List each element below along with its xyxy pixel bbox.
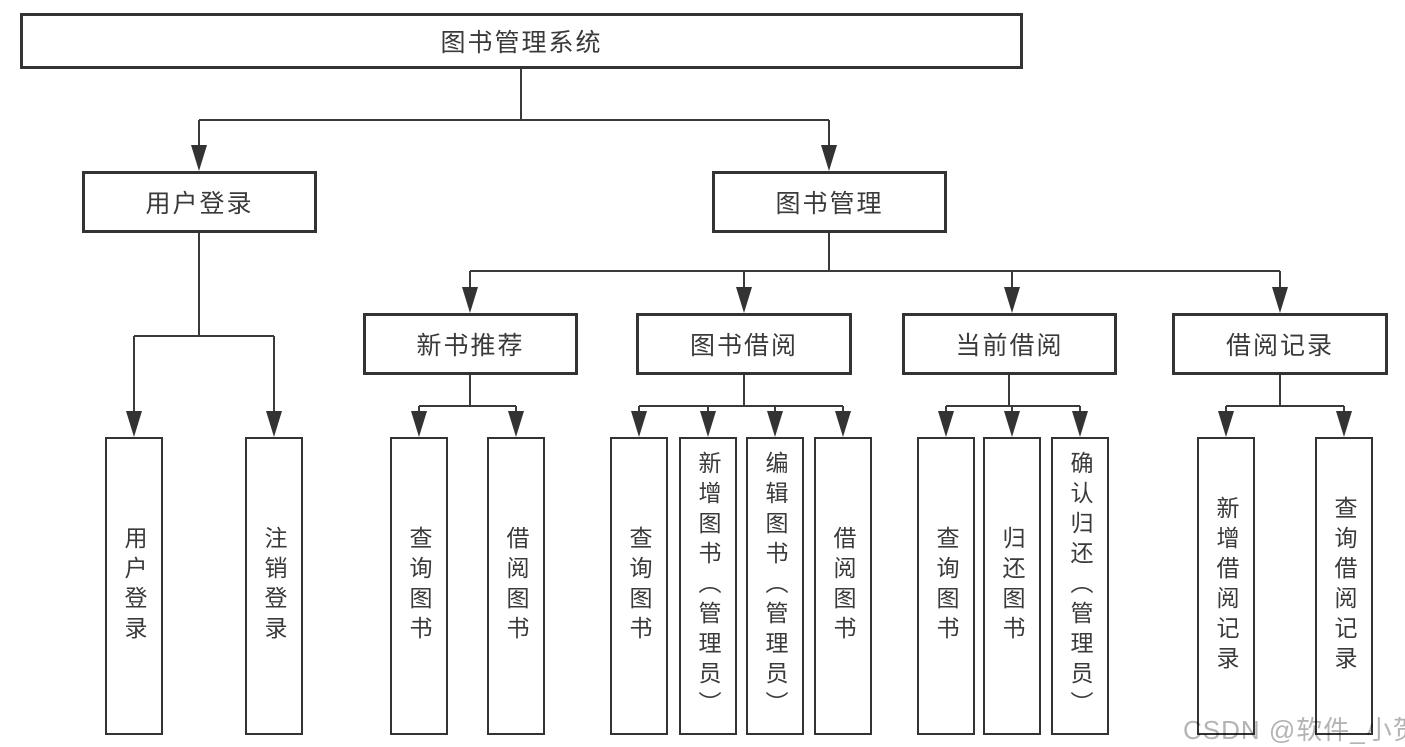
leaf-edit-books-admin: 编辑图书（管理员） <box>746 437 804 735</box>
leaf-label: 编辑图书（管理员） <box>762 451 788 721</box>
node-label: 新书推荐 <box>416 332 525 360</box>
node-user-login: 用户登录 <box>82 171 317 233</box>
leaf-label: 新增借阅记录 <box>1213 496 1239 676</box>
leaf-add-borrow-record: 新增借阅记录 <box>1197 437 1255 735</box>
leaf-label: 借阅图书 <box>503 526 529 646</box>
arrowhead-icons <box>126 145 1352 437</box>
leaf-query-books: 查询图书 <box>390 437 448 735</box>
leaf-user-login: 用户登录 <box>105 437 163 735</box>
leaf-query-books: 查询图书 <box>917 437 975 735</box>
leaf-logout: 注销登录 <box>245 437 303 735</box>
node-label: 用户登录 <box>145 190 254 218</box>
leaf-label: 新增图书（管理员） <box>695 451 721 721</box>
node-label: 借阅记录 <box>1225 332 1334 360</box>
leaf-label: 查询借阅记录 <box>1331 496 1357 676</box>
leaf-label: 用户登录 <box>121 526 147 646</box>
csdn-watermark: CSDN @软件_小贺同学 <box>1183 715 1405 745</box>
leaf-label: 确认归还（管理员） <box>1067 451 1093 721</box>
node-new-book-recommend: 新书推荐 <box>363 313 578 375</box>
leaf-label: 归还图书 <box>999 526 1025 646</box>
node-label: 图书管理系统 <box>440 29 603 57</box>
connector-edges <box>133 69 1345 412</box>
leaf-label: 注销登录 <box>261 526 287 646</box>
leaf-borrow-books: 借阅图书 <box>487 437 545 735</box>
leaf-query-borrow-record: 查询借阅记录 <box>1315 437 1373 735</box>
leaf-borrow-books: 借阅图书 <box>814 437 872 735</box>
leaf-return-books: 归还图书 <box>983 437 1041 735</box>
leaf-add-books-admin: 新增图书（管理员） <box>679 437 737 735</box>
node-book-borrow: 图书借阅 <box>636 313 852 375</box>
leaf-label: 查询图书 <box>406 526 432 646</box>
leaf-label: 查询图书 <box>626 526 652 646</box>
leaf-query-books: 查询图书 <box>610 437 668 735</box>
node-current-borrow: 当前借阅 <box>902 313 1117 375</box>
node-library-management-system: 图书管理系统 <box>20 13 1023 69</box>
node-borrow-records: 借阅记录 <box>1172 313 1388 375</box>
node-label: 图书借阅 <box>689 332 798 360</box>
node-book-management: 图书管理 <box>712 171 947 233</box>
leaf-label: 查询图书 <box>933 526 959 646</box>
leaf-confirm-return-admin: 确认归还（管理员） <box>1051 437 1109 735</box>
leaf-label: 借阅图书 <box>830 526 856 646</box>
node-label: 图书管理 <box>775 190 884 218</box>
node-label: 当前借阅 <box>955 332 1064 360</box>
